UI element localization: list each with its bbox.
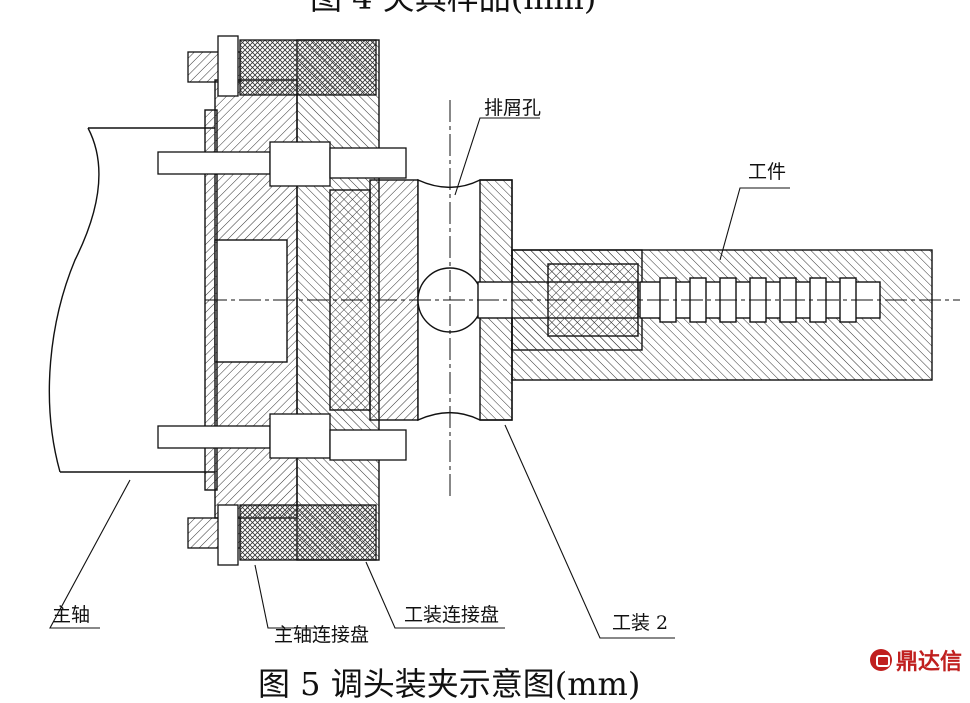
upper-screw	[157, 141, 407, 187]
bottom-caption: 图 5 调头装夹示意图(mm)	[258, 665, 641, 703]
fixture-2-label: 工装 2	[612, 612, 669, 634]
top-bolt-assembly	[187, 35, 377, 97]
workpiece-label: 工件	[748, 161, 787, 183]
logo-icon	[869, 649, 892, 671]
leader-lines	[49, 117, 790, 639]
spindle-connecting-plate-label: 主轴连接盘	[274, 624, 370, 646]
watermark-logo: 鼎达信	[869, 644, 962, 676]
watermark-text: 鼎达信	[895, 650, 962, 675]
spindle-label: 主轴	[52, 604, 91, 626]
bottom-bolt-assembly	[187, 504, 377, 566]
fixture-connecting-plate-label: 工装连接盘	[404, 604, 500, 626]
workpiece-body	[511, 249, 933, 381]
fixture-drawing	[48, 35, 960, 639]
top-caption: 图 4 夹具样品(mm)	[310, 0, 596, 14]
center-line	[205, 100, 960, 500]
chip-hole-label: 排屑孔	[484, 97, 542, 119]
spindle-body	[48, 127, 215, 473]
lower-screw	[157, 413, 407, 461]
